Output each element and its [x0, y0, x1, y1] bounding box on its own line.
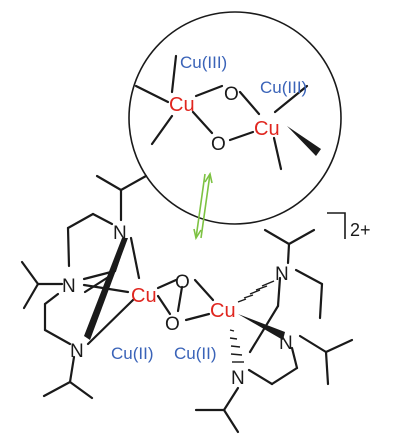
state-left: Cu(II) — [111, 344, 154, 363]
inset-o-top: O — [224, 84, 239, 105]
equilibrium-arrow-icon — [193, 171, 213, 241]
inset-wedge-bond — [287, 126, 321, 156]
inset-cu-right-ligands — [272, 84, 321, 171]
o-bottom: O — [165, 314, 180, 335]
inset-o-bottom: O — [211, 134, 226, 155]
bis-oxo-inset: Cu Cu O O Cu(III) Cu(III) — [128, 11, 342, 225]
inset-cu-right: Cu — [254, 118, 280, 140]
inset-circle — [128, 11, 342, 225]
charge-bracket: 2+ — [327, 212, 371, 240]
peroxo-core: Cu Cu O O — [131, 272, 236, 335]
inset-cu-left: Cu — [169, 94, 195, 116]
inset-cu-left-ligands — [134, 54, 178, 146]
left-n-mid: N — [62, 276, 76, 297]
cu-left: Cu — [131, 285, 157, 307]
right-dashed-bond-bottom — [229, 329, 244, 363]
left-tacn-ligand: N N N — [20, 174, 148, 400]
left-n-top: N — [113, 223, 127, 244]
cu-right: Cu — [210, 300, 236, 322]
right-dashed-bond-top — [237, 280, 275, 303]
right-wedge-bond — [238, 314, 285, 340]
right-n-mid: N — [279, 333, 293, 354]
inset-state-left: Cu(III) — [180, 53, 227, 72]
inset-state-right: Cu(III) — [260, 78, 307, 97]
inset-cu2o2-core — [191, 84, 261, 142]
charge-label: 2+ — [350, 220, 371, 240]
right-tacn-ligand: N N N — [194, 228, 354, 434]
right-n-top: N — [275, 264, 289, 285]
right-n-bottom: N — [231, 368, 245, 389]
left-n-bottom: N — [70, 341, 84, 362]
o-top: O — [175, 272, 190, 293]
state-right: Cu(II) — [174, 344, 217, 363]
